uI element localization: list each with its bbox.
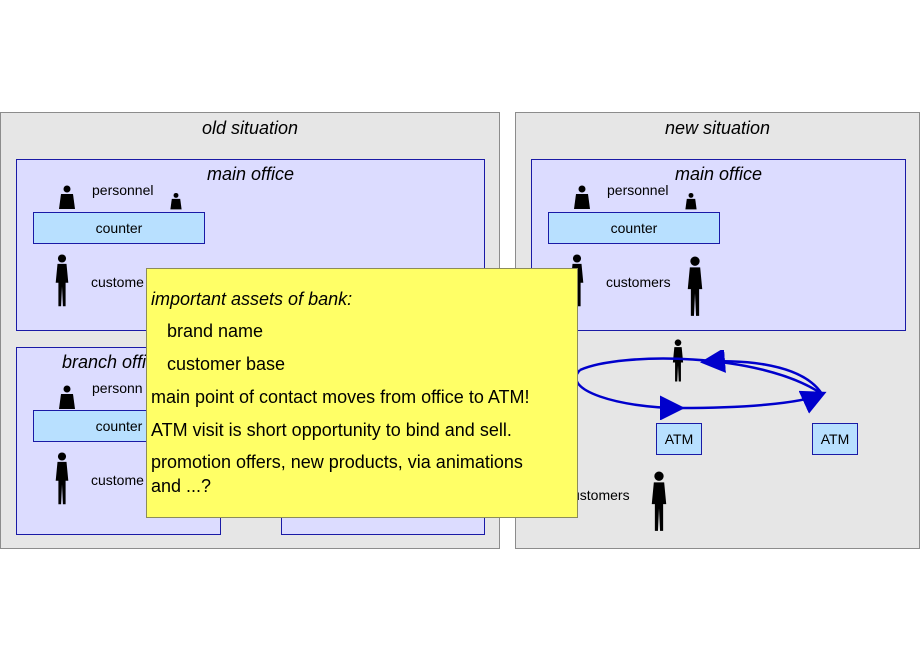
atm-box: ATM: [812, 423, 858, 455]
note-heading: important assets of bank:: [151, 289, 353, 309]
note-line-contact: main point of contact moves from office …: [151, 387, 530, 407]
new-situation-title: new situation: [664, 118, 771, 138]
person-icon: [53, 450, 71, 508]
old-situation-title: old situation: [201, 118, 299, 138]
note-item-customer-base: customer base: [167, 354, 286, 374]
note-line-atm-visit: ATM visit is short opportunity to bind a…: [151, 420, 512, 440]
old-main-office-title: main office: [206, 164, 295, 184]
note-line-promotion: promotion offers, new products, via anim…: [151, 452, 523, 472]
atm-box: ATM: [656, 423, 702, 455]
person-icon: [53, 252, 71, 310]
old-main-customers-label: custome: [91, 274, 144, 290]
person-icon: [57, 184, 77, 210]
new-situation-panel: new situation main office personnel coun…: [515, 112, 920, 549]
circulation-arrows: [574, 350, 827, 420]
person-icon: [169, 192, 183, 210]
person-icon: [572, 184, 592, 210]
person-icon: [57, 384, 77, 410]
note-item-brand-name: brand name: [167, 321, 264, 341]
new-main-office: main office personnel counter customers: [531, 159, 906, 331]
person-icon: [684, 192, 698, 210]
new-main-customers-label: customers: [606, 274, 671, 290]
assets-note: important assets of bank: brand name cus…: [146, 268, 578, 518]
new-main-personnel-label: personnel: [607, 182, 669, 198]
old-branch-customers-label: custome: [91, 472, 144, 488]
new-main-counter: counter: [548, 212, 720, 244]
new-customers-label: ustomers: [572, 487, 630, 503]
new-main-office-title: main office: [674, 164, 763, 184]
old-branch-office-title: branch offi: [62, 352, 147, 372]
person-icon: [648, 471, 670, 533]
note-line-and: and ...?: [151, 476, 212, 496]
person-icon: [684, 256, 706, 318]
old-main-counter: counter: [33, 212, 205, 244]
old-branch-personnel-label: personn: [92, 380, 143, 396]
old-main-personnel-label: personnel: [92, 182, 154, 198]
